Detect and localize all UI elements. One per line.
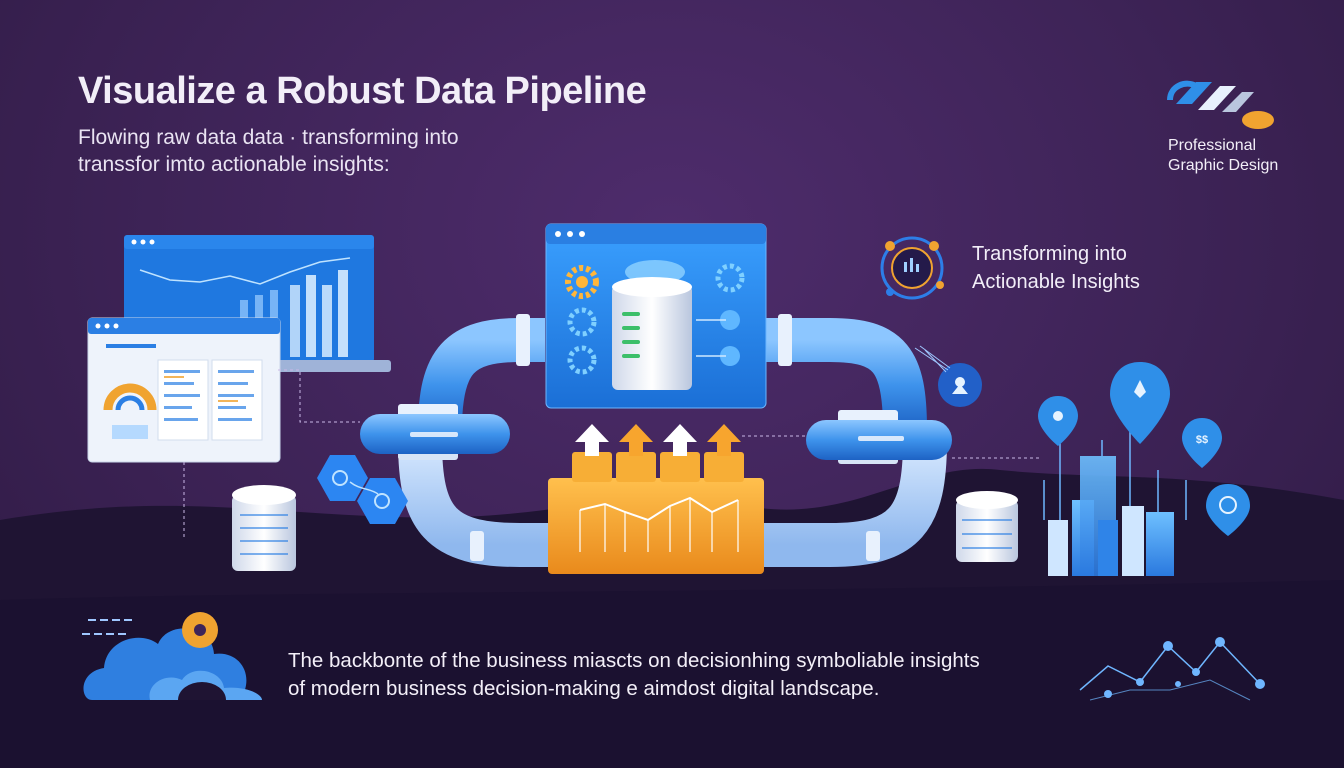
- report-window: [87, 317, 281, 463]
- subtitle-line-1: Flowing raw data data · transforming int…: [78, 126, 459, 149]
- footer-caption: The backbonte of the business miascts on…: [288, 647, 1068, 703]
- page-title: Visualize a Robust Data Pipeline: [78, 70, 647, 112]
- brand-line-2: Graphic Design: [1168, 157, 1279, 174]
- hex-nodes: [317, 455, 408, 524]
- svg-text:$$: $$: [1196, 434, 1208, 446]
- brand-label: Professional Graphic Design: [1168, 136, 1278, 176]
- insight-gear-icon: [880, 236, 944, 300]
- dark-hill-base: [0, 580, 1344, 768]
- database-right: [956, 491, 1018, 562]
- cloud-icon: [82, 612, 262, 700]
- location-pins: $$: [914, 345, 1250, 536]
- processing-window: [545, 223, 767, 409]
- insights-note: Transforming into Actionable Insights: [972, 240, 1140, 296]
- database-left: [232, 485, 296, 571]
- insights-note-line-2: Actionable Insights: [972, 271, 1140, 293]
- brand-line-1: Professional: [1168, 137, 1257, 154]
- page-subtitle: Flowing raw data data · transforming int…: [78, 124, 598, 178]
- insights-note-line-1: Transforming into: [972, 243, 1127, 265]
- network-line-icon: [1079, 637, 1265, 701]
- analytics-block: [548, 424, 764, 574]
- brand-logo-icon: [1167, 80, 1274, 129]
- subtitle-line-2: transsfor imto actionable insights:: [78, 153, 390, 176]
- footer-line-1: The backbonte of the business miascts on…: [288, 649, 980, 672]
- footer-line-2: of modern business decision-making e aim…: [288, 677, 880, 700]
- insight-bar-chart: [1043, 420, 1187, 576]
